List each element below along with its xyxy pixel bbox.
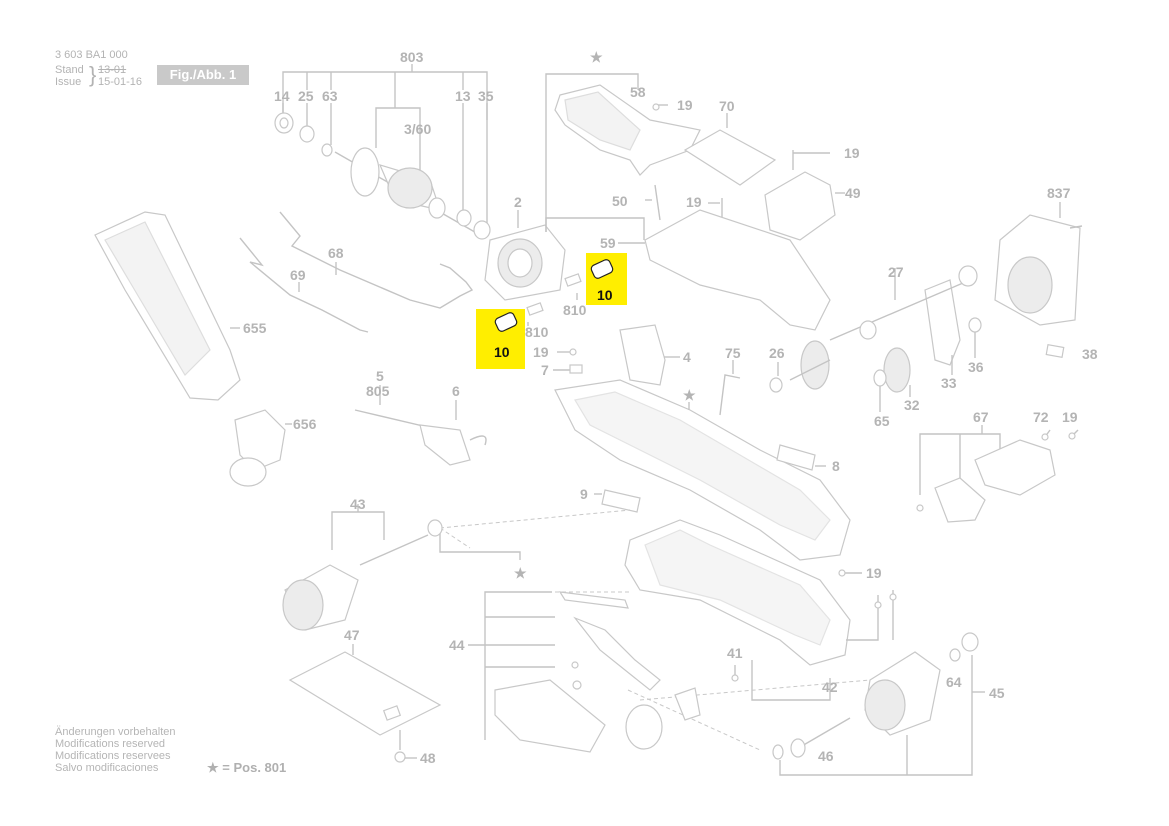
label-837: 837 [1047,185,1071,201]
date-new: 15-01-16 [98,76,143,88]
label-64: 64 [946,674,962,690]
carbon-brush-parts [494,259,614,332]
label-63: 63 [322,88,338,104]
label-75: 75 [725,345,741,361]
label-6: 6 [452,383,460,399]
label-70: 70 [719,98,735,114]
note-en: Modifications reserved [55,738,166,750]
star-legend: ★ = Pos. 801 [207,760,286,776]
issue-label: Issue [55,76,82,88]
label-10-right: 10 [597,287,613,303]
label-25: 25 [298,88,314,104]
label-41: 41 [727,645,743,661]
main-housing [554,379,851,561]
handle-group [545,73,845,331]
front-roller [282,504,521,631]
label-810-b: 810 [525,324,549,340]
label-68: 68 [328,245,344,261]
label-47: 47 [344,627,360,643]
wire-springs [239,211,474,333]
label-65: 65 [874,413,890,429]
label-14: 14 [274,88,290,104]
label-3-60: 3/60 [404,121,431,137]
part-labels: 803 14 25 63 13 35 3/60 2 68 69 655 656 … [243,49,1098,766]
label-43: 43 [350,496,366,512]
label-13: 13 [455,88,471,104]
date-old: 13-01 [98,64,127,76]
base-plate [288,644,442,763]
label-45: 45 [989,685,1005,701]
dust-adapter [229,409,292,487]
tension-lever-group [468,591,701,753]
label-19-a: 19 [677,97,693,113]
label-46: 46 [818,748,834,764]
label-810-a: 810 [563,302,587,318]
label-27: 27 [888,264,904,280]
note-es: Salvo modificaciones [55,762,159,774]
label-35: 35 [478,88,494,104]
label-36: 36 [968,359,984,375]
switch-carrier [553,324,741,416]
label-10-left: 10 [494,344,510,360]
label-38: 38 [1082,346,1098,362]
label-star-mid: ★ [683,387,696,403]
label-69: 69 [290,267,306,283]
note-fr: Modifications reservees [55,750,171,762]
label-655: 655 [243,320,267,336]
dust-box [94,211,241,401]
armature-group [274,64,491,240]
label-19-f: 19 [866,565,882,581]
label-star-top: ★ [590,49,603,65]
label-805: 805 [366,383,390,399]
label-19-c: 19 [686,194,702,210]
figure-label: Fig./Abb. 1 [157,65,249,85]
rear-roller [772,632,985,776]
brace-symbol: } [89,62,97,87]
label-5: 5 [376,368,384,384]
label-49: 49 [845,185,861,201]
star-icon: ★ [207,760,219,775]
label-72: 72 [1033,409,1049,425]
label-42: 42 [822,679,838,695]
modification-notes: Änderungen vorbehalten Modifications res… [55,726,175,774]
label-26: 26 [769,345,785,361]
label-33: 33 [941,375,957,391]
label-67: 67 [973,409,989,425]
label-8: 8 [832,458,840,474]
label-star-low: ★ [514,565,527,581]
label-2: 2 [514,194,522,210]
label-9: 9 [580,486,588,502]
label-656: 656 [293,416,317,432]
label-19-e: 19 [1062,409,1078,425]
label-44: 44 [449,637,465,653]
label-19-b: 19 [844,145,860,161]
label-7: 7 [541,362,549,378]
label-50: 50 [612,193,628,209]
label-48: 48 [420,750,436,766]
label-803: 803 [400,49,424,65]
stator-part [484,210,566,301]
doc-number: 3 603 BA1 000 [55,49,128,61]
label-19-d: 19 [533,344,549,360]
label-58: 58 [630,84,646,100]
label-4: 4 [683,349,691,365]
base-frame [624,519,897,701]
drive-group [769,202,1083,412]
legend-text: = Pos. 801 [222,760,287,775]
label-59: 59 [600,235,616,251]
note-de: Änderungen vorbehalten [55,726,176,738]
stand-label: Stand [55,64,84,76]
label-32: 32 [904,397,920,413]
power-cord [354,385,487,466]
knob-group [916,425,1079,523]
